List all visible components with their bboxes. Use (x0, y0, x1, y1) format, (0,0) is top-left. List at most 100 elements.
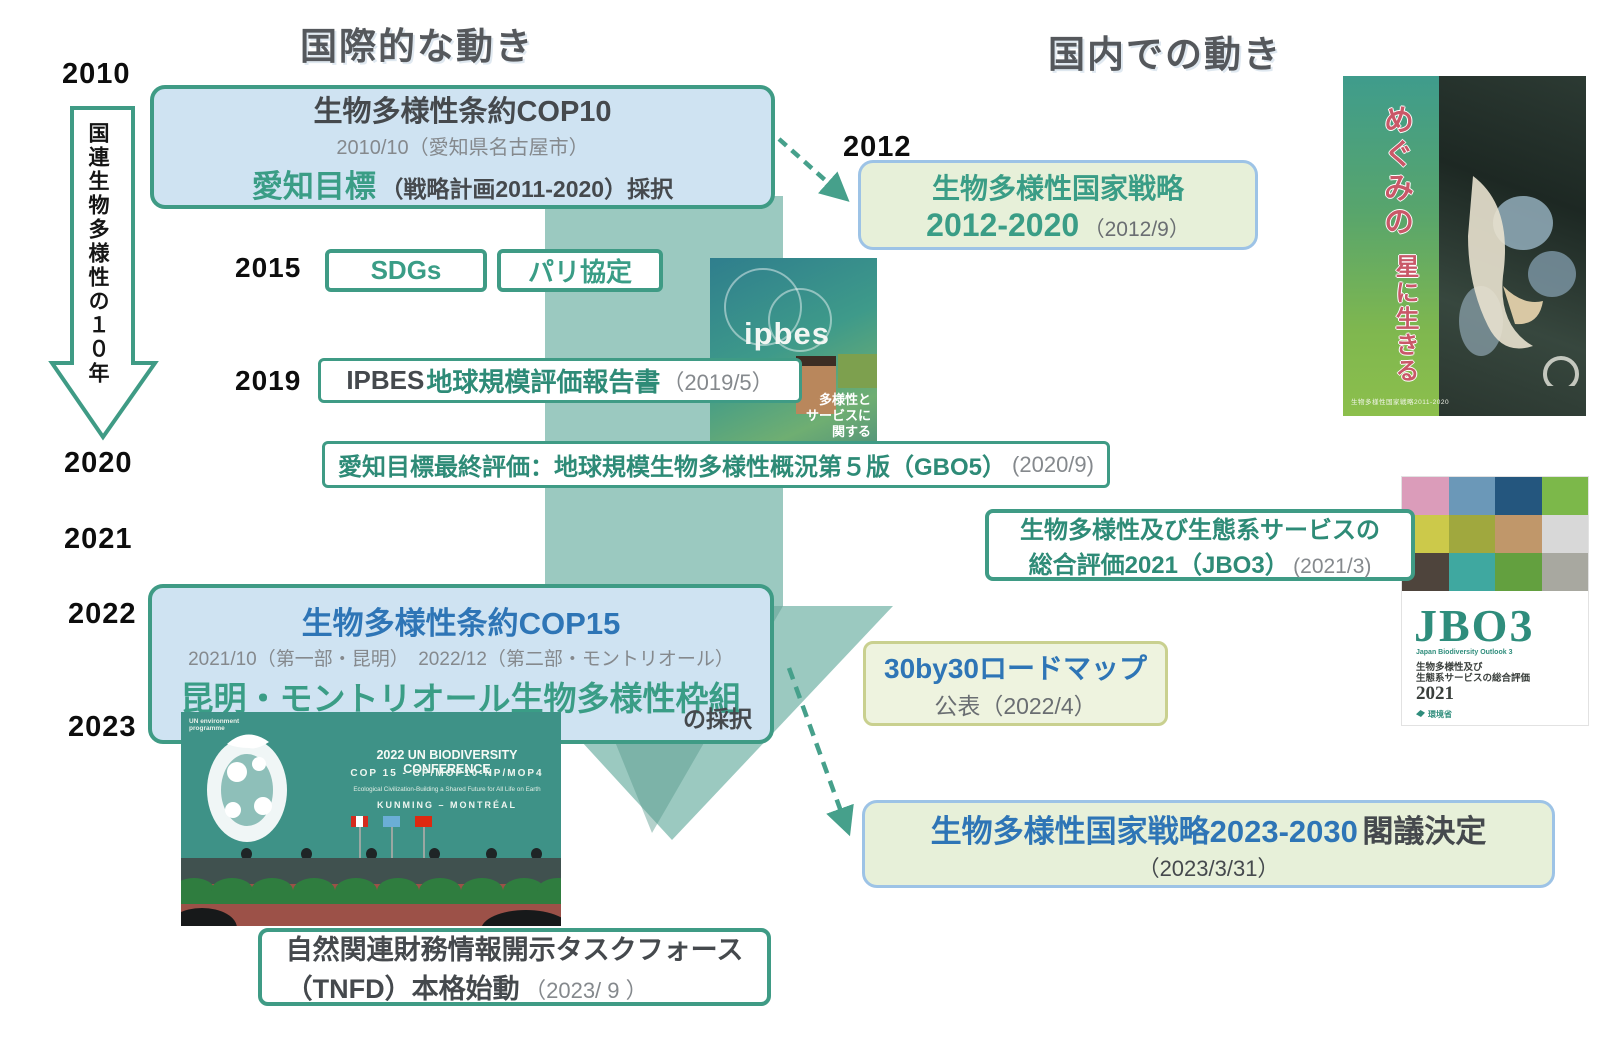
year-2020: 2020 (64, 447, 133, 479)
gbo5-box: 愛知目標最終評価：地球規模生物多様性概況第５版（GBO5） (2020/9) (322, 441, 1110, 488)
photo-tile (1495, 477, 1542, 515)
photo-tile (1541, 477, 1588, 515)
megumi-cover-strip (1343, 76, 1439, 416)
ipbes-cover-photo (796, 356, 836, 414)
jbo3-line2: 総合評価2021（JBO3） (1028, 552, 1289, 579)
ipbes-cover-circle (768, 288, 832, 352)
photo-tile (1495, 553, 1542, 591)
ipbes-cover-photo (838, 354, 877, 388)
tnfd-text: 自然関連財務情報開示タスクフォース （TNFD）本格始動 （2023/ 9 ） (286, 928, 744, 1006)
jbo3-cover-year: 2021 (1416, 683, 1454, 704)
delegate (366, 848, 377, 860)
flag-pole (391, 816, 393, 858)
jbo3-cover-line2: 生態系サービスの総合評価 (1416, 673, 1531, 684)
plant (293, 878, 335, 904)
delegate (301, 848, 312, 860)
jbo3-cover-title: JBO3 (1414, 600, 1535, 651)
year-2022: 2022 (68, 598, 137, 630)
ipbes-report-box: IPBES 地球規模評価報告書 （2019/5） (318, 358, 802, 403)
megumi-art-crane (1468, 176, 1579, 386)
cop10-box: 生物多様性条約COP10 2010/10（愛知県名古屋市） 愛知目標 （戦略計画… (150, 85, 775, 209)
photo-tile (1495, 515, 1542, 553)
photo-tile (1541, 515, 1588, 553)
gbo5-title: 愛知目標最終評価：地球規模生物多様性概況第５版（GBO5） (338, 454, 1007, 481)
tnfd-box: 自然関連財務情報開示タスクフォース （TNFD）本格始動 （2023/ 9 ） (258, 928, 771, 1006)
cop15-photo-headline: 2022 UN BIODIVERSITY CONFERENCE (376, 748, 518, 776)
plant (419, 878, 461, 904)
cop15-photo-slogan: Ecological Civilization-Building a Share… (353, 786, 541, 793)
title-international: 国際的な動き (300, 26, 534, 67)
flag-pole (359, 816, 361, 858)
ipbes-prefix: IPBES (346, 365, 425, 395)
nbsap2012-title: 生物多様性国家戦略 (931, 172, 1184, 204)
paris-box: パリ協定 (497, 249, 663, 292)
cop15-photo: UN environment programme 2022 UN BIODIVE… (181, 712, 561, 926)
roadmap30by30-box: 30by30ロードマップ 公表（2022/4） (863, 641, 1168, 726)
nbsap2012-box: 生物多様性国家戦略 2012-2020 （2012/9） (858, 160, 1258, 250)
delegate (531, 848, 542, 860)
megumi-cover: めぐみの 星に生きる 生物多様性国家戦略2011-2020 (1343, 76, 1586, 416)
year-2023: 2023 (68, 711, 137, 743)
nbsap2023-title: 生物多様性国家戦略2023-2030 (930, 813, 1358, 849)
delegate (241, 848, 252, 860)
cop15-title: 生物多様性条約COP15 (301, 606, 621, 641)
photo-tile (1448, 477, 1495, 515)
cop15-dates: 2021/10（第一部・昆明） 2022/12（第二部・モントリオール） (188, 649, 734, 670)
delegate (486, 848, 497, 860)
ministry-logo: 環境省 (1416, 709, 1452, 720)
plant (377, 878, 419, 904)
ipbes-cover-caption: 多様性と サービスに 関する (806, 392, 871, 440)
cop15-emblem (207, 734, 287, 842)
roadmap30by30-title: 30by30ロードマップ (884, 652, 1147, 684)
tnfd-line2: （TNFD）本格始動 (285, 974, 520, 1004)
flag-pole (423, 816, 425, 858)
jbo3-date: (2021/3) (1293, 555, 1372, 578)
plant (461, 878, 503, 904)
china-flag (415, 816, 432, 827)
plant (537, 878, 561, 904)
jbo3-cover: JBO3 Japan Biodiversity Outlook 3 生物多様性及… (1402, 477, 1588, 725)
ipbes-logo: ipbes (744, 316, 830, 351)
ipbes-date: （2019/5） (662, 369, 774, 395)
ipbes-title: 地球規模評価報告書 (426, 367, 661, 397)
megumi-title-col1: めぐみの (1379, 104, 1412, 240)
nbsap2012-date: （2012/9） (1083, 217, 1190, 241)
cop10-title: 生物多様性条約COP10 (313, 96, 612, 128)
cop15-framework: 昆明・モントリオール生物多様性枠組 (180, 680, 742, 717)
cop15-photo-subline: COP 15 - CP/MOP10-NP/MOP4 (350, 768, 544, 779)
cop15-photo-cities: KUNMING – MONTRÉAL (377, 800, 517, 810)
audience-silhouette (481, 910, 561, 926)
jbo3-cover-line1: 生物多様性及び (1416, 662, 1483, 673)
cop10-goal: 愛知目標 (251, 169, 376, 204)
photo-tile (1448, 553, 1495, 591)
megumi-art-flower (1528, 251, 1576, 297)
megumi-cover-footer: 生物多様性国家戦略2011-2020 (1351, 399, 1450, 406)
photo-tile (1541, 553, 1588, 591)
tnfd-line1: 自然関連財務情報開示タスクフォース (285, 935, 744, 965)
plant (211, 878, 253, 904)
year-2015: 2015 (235, 252, 302, 283)
delegate (429, 848, 440, 860)
sdgs-box: SDGs (325, 249, 487, 292)
un-flag (383, 816, 400, 827)
tnfd-line2-wrap: （TNFD）本格始動 （2023/ 9 ） (286, 967, 744, 1006)
photo-tile (1448, 515, 1495, 553)
jbo3-cover-subtitle: Japan Biodiversity Outlook 3 (1416, 649, 1513, 656)
year-2021: 2021 (64, 523, 133, 555)
un-environment-logo: UN environment programme (189, 718, 240, 732)
megumi-title-col2: 星に生きる (1391, 254, 1418, 384)
arrow-cop10-to-2012 (777, 137, 850, 202)
nbsap2023-box: 生物多様性国家戦略2023-2030 閣議決定 （2023/3/31） (862, 800, 1555, 888)
cop10-goal-detail: （戦略計画2011-2020）採択 (380, 176, 674, 202)
nbsap2023-date: （2023/3/31） (1137, 855, 1280, 881)
plant (251, 878, 293, 904)
tnfd-date: （2023/ 9 ） (524, 978, 648, 1003)
ipbes-cover: ipbes 多様性と サービスに 関する 地球規模評価報告書 (710, 258, 877, 456)
paris-label: パリ協定 (527, 257, 632, 287)
jbo3-box: 生物多様性及び生態系サービスの 総合評価2021（JBO3） (2021/3) (985, 509, 1415, 581)
nbsap2012-line2: 2012-2020 （2012/9） (926, 207, 1190, 244)
canada-flag (351, 816, 368, 827)
title-domestic: 国内での動き (1048, 34, 1282, 75)
